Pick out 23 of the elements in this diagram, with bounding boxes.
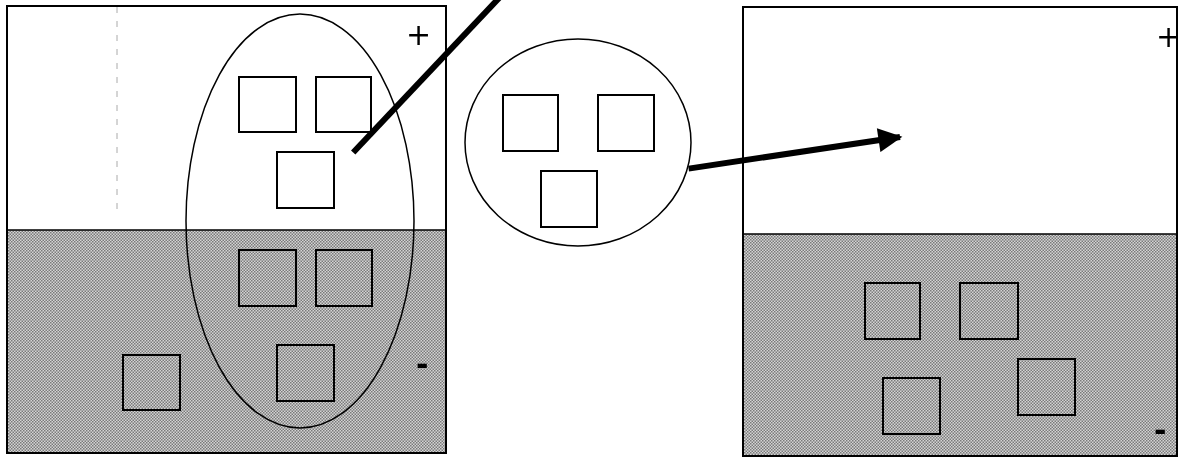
square [1017, 358, 1076, 416]
square [597, 94, 655, 152]
square [238, 249, 297, 307]
polarity-sign: + [1156, 22, 1182, 52]
panel [742, 6, 1178, 457]
circle [464, 38, 692, 247]
arrow [688, 128, 903, 172]
square [540, 170, 598, 228]
square [502, 94, 559, 152]
polarity-sign: - [1154, 416, 1167, 446]
square [276, 151, 335, 209]
square [122, 354, 181, 411]
square [882, 377, 941, 435]
square [315, 76, 372, 133]
square [276, 344, 335, 402]
panel [6, 5, 447, 454]
polarity-sign: + [406, 20, 432, 50]
line [351, 0, 503, 155]
square [864, 282, 921, 340]
square [959, 282, 1019, 340]
square [238, 76, 297, 133]
polarity-sign: - [416, 350, 429, 380]
square [315, 249, 373, 307]
